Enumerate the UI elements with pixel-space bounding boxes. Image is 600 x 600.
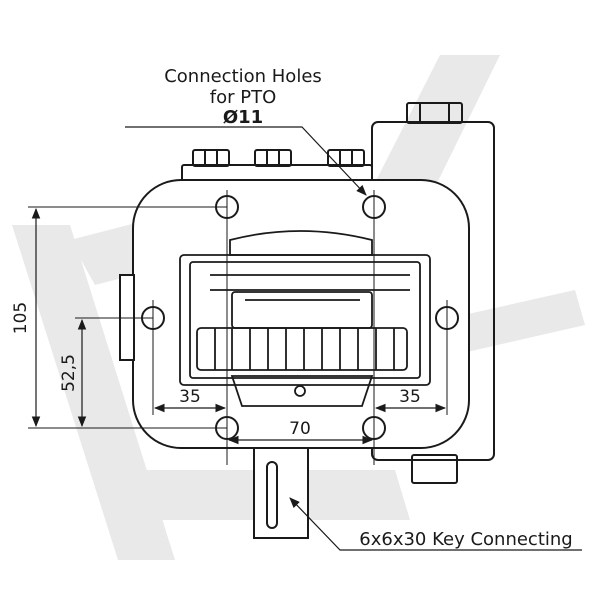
top-bolts — [181, 149, 373, 184]
gear-assembly — [179, 230, 431, 407]
dim-overall-height: 105 — [11, 302, 31, 334]
holes-label-line2: for PTO — [210, 87, 277, 108]
dim-hole-spacing: 70 — [289, 419, 311, 439]
holes-label-line1: Connection Holes — [164, 66, 322, 87]
hole-diameter-label: Ø11 — [223, 107, 263, 128]
leader-lines — [125, 126, 582, 551]
callout-text: Connection Holes for PTO Ø11 6x6x30 Key … — [164, 66, 573, 550]
dim-left-offset: 35 — [179, 387, 201, 407]
centerlines — [28, 190, 448, 465]
key-label: 6x6x30 Key Connecting — [359, 529, 572, 550]
dim-right-offset: 35 — [399, 387, 421, 407]
gear-teeth — [214, 328, 395, 370]
dim-half-height: 52,5 — [59, 354, 79, 392]
dimension-text: 105 52,5 35 35 70 — [11, 302, 421, 439]
dimension-lines — [31, 207, 447, 445]
output-shaft — [253, 447, 309, 539]
